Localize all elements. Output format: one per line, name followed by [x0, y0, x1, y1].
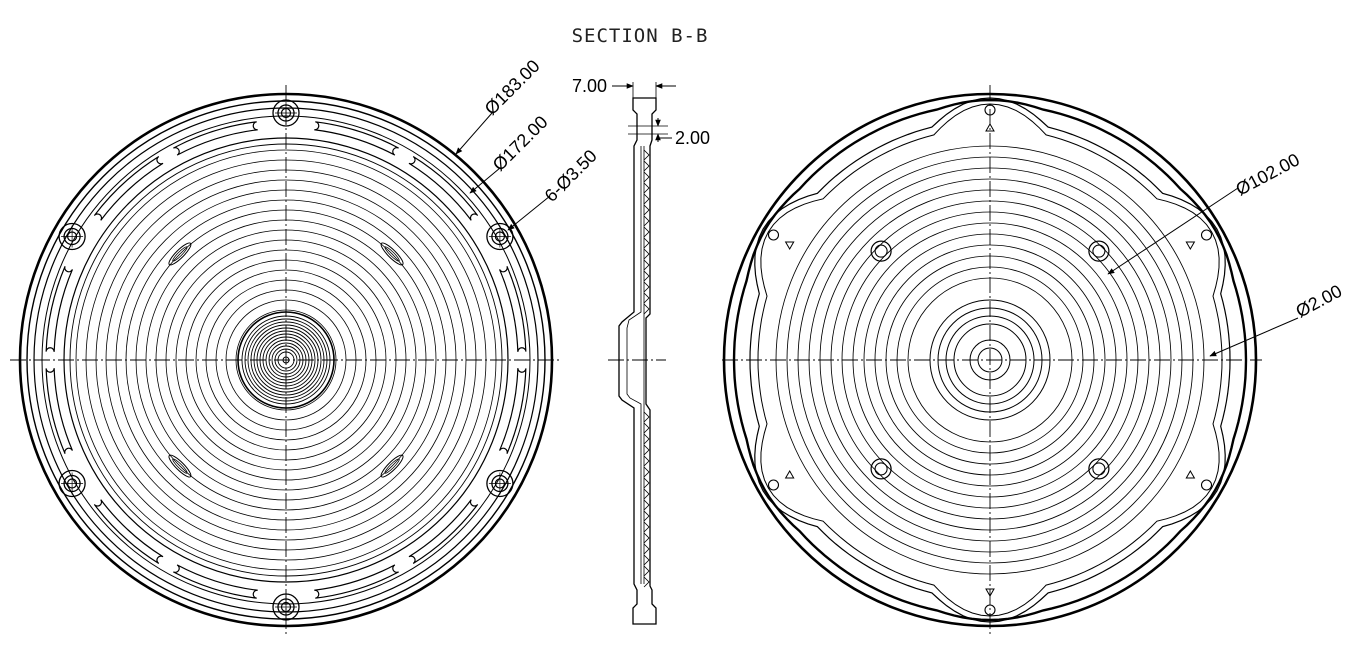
leader-dim-small: [1209, 317, 1299, 357]
right-lobe-mark: [1185, 241, 1196, 250]
right-lobe-hole: [767, 479, 780, 491]
section-tooth: [643, 543, 650, 555]
leader-dim-bolt-circle: [1107, 187, 1239, 275]
dim-holes-label: 6-Ø3.50: [541, 146, 601, 206]
section-tooth: [643, 521, 650, 533]
left-oval-feature: [380, 454, 404, 478]
section-tooth: [643, 433, 650, 445]
section-tooth: [643, 565, 650, 577]
right-boss-outer: [870, 458, 892, 480]
dim-bolt-circle-label: Ø102.00: [1232, 149, 1302, 199]
right-boss-outer: [870, 240, 892, 262]
dim-outer-label: Ø183.00: [481, 56, 544, 119]
right-lobe-mark: [985, 122, 995, 132]
section-tooth: [643, 160, 650, 172]
left-hole-boss: [486, 469, 514, 498]
left-oval-feature: [380, 242, 404, 266]
right-lobe-hole: [1200, 229, 1213, 241]
section-tooth: [643, 248, 650, 260]
section-title: SECTION B-B: [572, 25, 709, 47]
left-rim-slot: [499, 368, 527, 455]
section-tooth: [643, 488, 650, 500]
right-boss-inner: [874, 462, 888, 476]
right-boss-inner: [1092, 462, 1106, 476]
section-view: 7.00 2.00: [572, 76, 710, 625]
right-boss-inner: [874, 244, 888, 258]
left-hole-boss: [58, 222, 86, 251]
section-tooth: [643, 554, 650, 566]
left-rim-slot: [314, 564, 399, 599]
section-tooth: [643, 532, 650, 544]
left-rim-slot: [408, 499, 479, 565]
left-rim-slot: [93, 155, 164, 221]
left-rim-slot: [45, 368, 73, 455]
left-view: Ø183.00 Ø172.00 6-Ø3.50: [10, 56, 601, 636]
section-inner-profile: [626, 146, 642, 584]
left-rim-slot: [408, 155, 479, 221]
section-tooth: [643, 422, 650, 434]
leader-dim-outer: [455, 112, 493, 155]
section-tooth: [643, 226, 650, 238]
left-rim-slots: [45, 121, 527, 599]
section-tooth: [643, 259, 650, 271]
left-rim-slot: [499, 265, 527, 352]
section-tooth: [643, 499, 650, 511]
right-lobe-mark: [784, 470, 795, 479]
section-tooth: [643, 237, 650, 249]
left-rim-slot: [45, 265, 73, 352]
left-hole-boss: [486, 222, 514, 251]
section-lens-teeth: [643, 149, 650, 588]
left-hole-boss: [58, 469, 86, 498]
leader-dim-inner: [469, 167, 501, 194]
left-oval-feature: [168, 454, 192, 478]
left-rim-slot: [173, 121, 258, 156]
right-boss-outer: [1088, 240, 1110, 262]
section-tooth: [643, 193, 650, 205]
dim-wall-label: 2.00: [675, 128, 710, 148]
section-tooth: [643, 576, 650, 588]
right-boss-inner: [1092, 244, 1106, 258]
right-lobe-mark: [784, 241, 795, 250]
section-tooth: [643, 444, 650, 456]
right-lobe-mark: [1185, 470, 1196, 479]
dim-small-label: Ø2.00: [1292, 281, 1345, 322]
section-tooth: [643, 510, 650, 522]
section-tooth: [643, 303, 650, 315]
section-tooth: [643, 270, 650, 282]
right-boss-outer: [1088, 458, 1110, 480]
section-tooth: [643, 466, 650, 478]
section-tooth: [643, 182, 650, 194]
section-tooth: [643, 455, 650, 467]
left-oval-inner: [384, 458, 400, 474]
right-view: Ø102.00 Ø2.00: [722, 85, 1345, 636]
section-tooth: [643, 292, 650, 304]
left-oval-features: [168, 242, 404, 478]
section-tooth: [643, 411, 650, 423]
section-tooth: [643, 171, 650, 183]
left-oval-inner: [384, 246, 400, 262]
right-bosses: [870, 240, 1110, 480]
section-tooth: [643, 477, 650, 489]
dim-inner-label: Ø172.00: [489, 112, 552, 175]
left-rim-slot: [93, 499, 164, 565]
section-tooth: [643, 281, 650, 293]
leader-dim-holes: [507, 195, 551, 231]
section-tooth: [643, 149, 650, 161]
right-lobe-holes: [767, 104, 1213, 616]
left-oval-inner: [172, 458, 188, 474]
dim-thickness-label: 7.00: [572, 76, 607, 96]
section-tooth: [643, 215, 650, 227]
right-lobe-hole: [767, 229, 780, 241]
section-outer-profile: [618, 97, 657, 625]
left-oval-inner: [172, 246, 188, 262]
left-oval-feature: [168, 242, 192, 266]
section-tooth: [643, 204, 650, 216]
right-lobe-hole: [1200, 479, 1213, 491]
